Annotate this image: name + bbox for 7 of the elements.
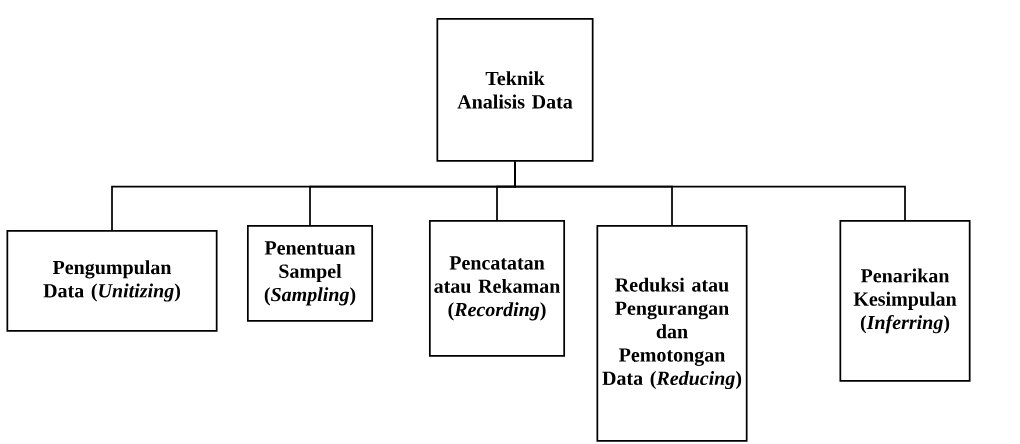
process-box: Penentuan Sampel (Sampling) (246, 225, 374, 322)
process-box: Teknik Analisis Data (436, 18, 594, 162)
process-box: Pengumpulan Data (Unitizing) (6, 230, 218, 332)
connector-line (514, 160, 906, 221)
process-box: Penarikan Kesimpulan (Inferring) (839, 220, 971, 382)
process-box: Reduksi atau Pengurangan dan Pemotongan Data (Reducing) (596, 225, 748, 442)
process-box: Pencatatan atau Rekaman (Recording) (428, 220, 566, 357)
